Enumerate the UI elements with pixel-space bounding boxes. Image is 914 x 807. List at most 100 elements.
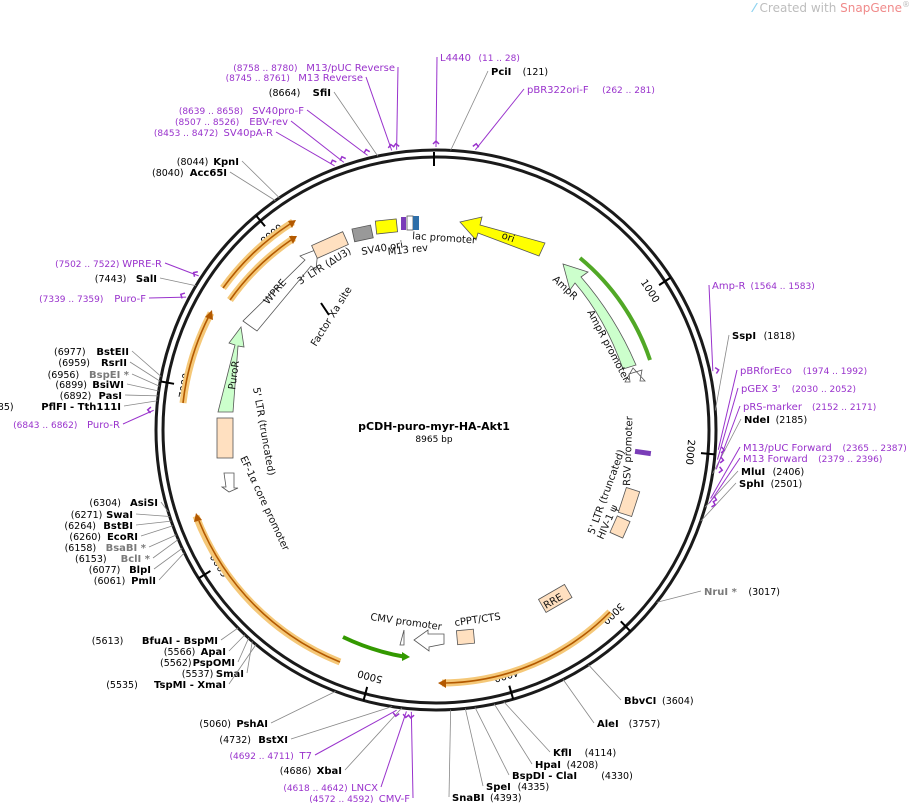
orf-arc-top1[interactable] xyxy=(222,223,291,289)
site-name: ApaI xyxy=(201,647,226,658)
primer-name: M13 Forward xyxy=(743,454,808,465)
primer-site[interactable]: LNCX(4618 .. 4642) xyxy=(283,783,378,794)
restriction-site[interactable]: PmlI(6061) xyxy=(94,576,156,587)
ltr3-feature[interactable] xyxy=(311,231,349,259)
wpre-feature[interactable] xyxy=(242,248,319,332)
restriction-site[interactable]: SpeI(4335) xyxy=(486,782,549,793)
restriction-site[interactable]: PciI(121) xyxy=(491,67,548,78)
rre-feature[interactable] xyxy=(537,583,573,613)
restriction-site[interactable]: BbvCI(3604) xyxy=(624,696,694,707)
primer-site[interactable]: pGEX 3'(2030 .. 2052) xyxy=(741,384,856,395)
restriction-site[interactable]: SmaI(5537) xyxy=(182,669,244,680)
restriction-site[interactable]: BsaBI *(6158) xyxy=(65,543,147,554)
primer-site[interactable]: CMV-F(4572 .. 4592) xyxy=(309,794,410,805)
cppt-feature[interactable] xyxy=(455,628,476,646)
primer-site[interactable]: SV40pA-R(8453 .. 8472) xyxy=(154,128,273,139)
restriction-site[interactable]: BsiWI(6899) xyxy=(55,380,124,391)
restriction-site[interactable]: SphI(2501) xyxy=(739,479,802,490)
primer-site[interactable]: EBV-rev(8507 .. 8526) xyxy=(175,117,288,128)
restriction-site[interactable]: BstBI(6264) xyxy=(64,521,133,532)
primer-site[interactable]: M13 Forward(2379 .. 2396) xyxy=(743,454,882,465)
orf-arc-bottom[interactable] xyxy=(445,611,611,684)
restriction-site[interactable]: HpaI(4208) xyxy=(535,760,598,771)
ampr-promoter-feature[interactable] xyxy=(624,367,646,383)
site-name: AleI xyxy=(597,719,619,730)
restriction-site[interactable]: PflFI - Tth111I(6885) xyxy=(0,402,121,413)
restriction-site[interactable]: PasI(6892) xyxy=(60,391,122,402)
ef1a-feature[interactable] xyxy=(220,472,239,493)
orf-glow-lefttop xyxy=(179,311,215,404)
restriction-site[interactable]: KflI(4114) xyxy=(553,748,616,759)
restriction-site[interactable]: BspDI - ClaI(4330) xyxy=(512,771,633,782)
restriction-site[interactable]: EcoRI(6260) xyxy=(69,532,138,543)
restriction-site[interactable]: SspI(1818) xyxy=(732,331,795,342)
restriction-site[interactable]: SnaBI(4393) xyxy=(452,793,522,804)
restriction-site[interactable]: BspEI *(6956) xyxy=(48,370,130,381)
ltr5b-feature[interactable] xyxy=(216,417,234,459)
ampr-feature[interactable] xyxy=(562,263,637,370)
site-name: Acc65I xyxy=(190,168,227,179)
primer-position: (8453 .. 8472) xyxy=(154,129,218,139)
primer-site[interactable]: pBR322ori-F(262 .. 281) xyxy=(527,85,655,96)
site-leader-line xyxy=(229,171,276,201)
restriction-site[interactable]: KpnI(8044) xyxy=(177,157,239,168)
primer-site[interactable]: WPRE-R(7502 .. 7522) xyxy=(55,259,162,270)
site-position: (5060) xyxy=(199,719,231,730)
orf-arc-left[interactable] xyxy=(198,520,341,663)
primer-site[interactable]: SV40pro-F(8639 .. 8658) xyxy=(179,106,304,117)
restriction-site[interactable]: Acc65I(8040) xyxy=(152,168,227,179)
primer-site[interactable]: Puro-F(7339 .. 7359) xyxy=(39,294,146,305)
puror-feature[interactable] xyxy=(217,325,245,413)
factor-xa-marker xyxy=(320,302,330,316)
restriction-site[interactable]: ApaI(5566) xyxy=(164,647,226,658)
orf-arc-lefttop[interactable] xyxy=(182,315,210,404)
restriction-site[interactable]: MluI(2406) xyxy=(741,467,804,478)
cmv-promoter-feature[interactable] xyxy=(413,629,445,652)
primer-site[interactable]: M13 Reverse(8745 .. 8761) xyxy=(226,73,363,84)
site-leader-line xyxy=(135,513,170,517)
primer-site[interactable]: T7(4692 .. 4711) xyxy=(230,751,312,762)
primer-site[interactable]: M13/pUC Forward(2365 .. 2387) xyxy=(743,443,907,454)
lac-operator[interactable] xyxy=(401,217,406,230)
restriction-site[interactable]: NruI *(3017) xyxy=(704,587,780,598)
primer-site[interactable]: pRS-marker(2152 .. 2171) xyxy=(743,402,876,413)
primer-site[interactable]: Amp-R(1564 .. 1583) xyxy=(712,281,815,292)
restriction-site[interactable]: BfuAI - BspMI(5613) xyxy=(92,636,218,647)
restriction-site[interactable]: XbaI(4686) xyxy=(280,766,342,777)
restriction-site[interactable]: SalI(7443) xyxy=(95,274,157,285)
restriction-site[interactable]: BclI *(6153) xyxy=(75,554,151,565)
site-name: MluI xyxy=(741,467,765,478)
snapgene-logo-icon: ⁄ xyxy=(753,1,756,15)
ltr5-feature[interactable] xyxy=(617,486,641,518)
restriction-site[interactable]: BstXI(4732) xyxy=(219,735,288,746)
primer-site[interactable]: M13/pUC Reverse(8758 .. 8780) xyxy=(233,63,395,74)
site-name: PasI xyxy=(99,391,122,402)
restriction-site[interactable]: NdeI(2185) xyxy=(744,415,807,426)
ori-feature[interactable] xyxy=(459,216,546,257)
primer-arrow-icon xyxy=(714,366,720,374)
site-position: (4114) xyxy=(585,748,617,759)
site-position: (4393) xyxy=(490,793,522,804)
primer-site[interactable]: Puro-R(6843 .. 6862) xyxy=(13,420,120,431)
restriction-site[interactable]: AsiSI(6304) xyxy=(89,498,158,509)
restriction-site[interactable]: TspMI - XmaI(5535) xyxy=(106,680,226,691)
hiv-psi-feature[interactable] xyxy=(609,515,631,539)
lac-promoter-feature[interactable] xyxy=(406,215,414,231)
rsv-marker[interactable] xyxy=(634,448,652,457)
restriction-site[interactable]: SwaI(6271) xyxy=(71,510,133,521)
cap-site[interactable] xyxy=(413,216,419,230)
restriction-site[interactable]: SfiI(8664) xyxy=(269,88,331,99)
primer-site[interactable]: L4440(11 .. 28) xyxy=(440,53,520,64)
restriction-site[interactable]: PshAI(5060) xyxy=(199,719,268,730)
restriction-site[interactable]: PspOMI(5562) xyxy=(160,658,235,669)
orf-arc-top2[interactable] xyxy=(229,239,292,301)
restriction-site[interactable]: BlpI(6077) xyxy=(89,565,151,576)
site-leader-line xyxy=(159,277,197,287)
restriction-site[interactable]: RsrII(6959) xyxy=(58,358,127,369)
sv40-feature[interactable] xyxy=(351,224,374,243)
restriction-site[interactable]: BstEII(6977) xyxy=(54,347,129,358)
backbone-outer xyxy=(154,148,718,712)
primer-site[interactable]: pBRforEco(1974 .. 1992) xyxy=(740,366,867,377)
yellow-small-feature[interactable] xyxy=(374,218,399,235)
restriction-site[interactable]: AleI(3757) xyxy=(597,719,660,730)
